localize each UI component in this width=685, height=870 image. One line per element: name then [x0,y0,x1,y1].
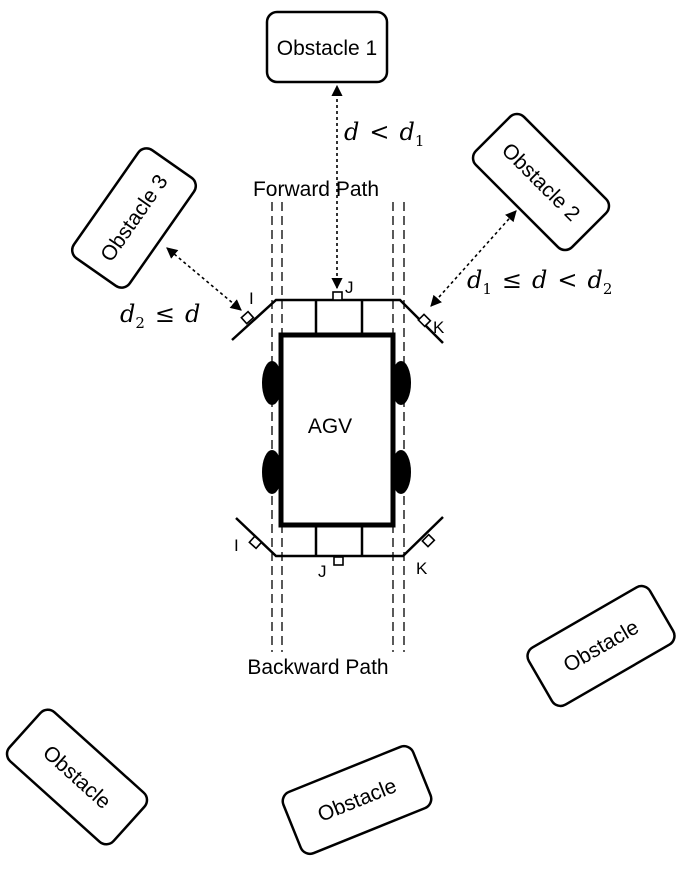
obstacle-generic-bottom-left: Obstacle [5,708,149,846]
sensor-rear-left [248,535,263,550]
wheel-front-left [262,361,282,405]
wheel-rear-left [262,450,282,494]
sensor-rear-center-label: J [318,562,327,581]
obstacle-generic-right: Obstacle [526,584,676,708]
wheel-front-right [391,361,411,405]
condition-obstacle-2: d1≤d<d2 [467,266,612,298]
sensor-front-right [417,313,432,328]
obstacle-1-label: Obstacle 1 [277,37,377,60]
sensor-rear-center [333,556,344,566]
condition-obstacle-1: d<d1 [344,118,424,150]
sensor-front-right-label: K [433,318,445,337]
condition-obstacle-3: d2≤d [120,300,200,332]
agv-body: AGV [278,332,396,528]
wheel-rear-right [391,450,411,494]
sensor-rear-right [421,533,436,548]
forward-path-label: Forward Path [253,178,379,201]
agv-label: AGV [308,415,352,438]
sensor-front-left [240,310,255,325]
backward-path-label: Backward Path [247,656,388,679]
sensor-front-center [332,291,343,301]
sensor-rear-left-label: I [234,536,239,555]
obstacle-generic-bottom-center: Obstacle [281,744,433,856]
sensor-front-left-label: I [249,289,254,308]
distance-arrow-obstacle-3 [166,247,242,311]
obstacle-2: Obstacle 2 [471,112,611,252]
sensor-front-center-label: J [345,278,354,297]
sensor-rear-right-label: K [416,559,428,578]
obstacle-1: Obstacle 1 [265,10,389,84]
obstacle-3: Obstacle 3 [70,147,198,289]
